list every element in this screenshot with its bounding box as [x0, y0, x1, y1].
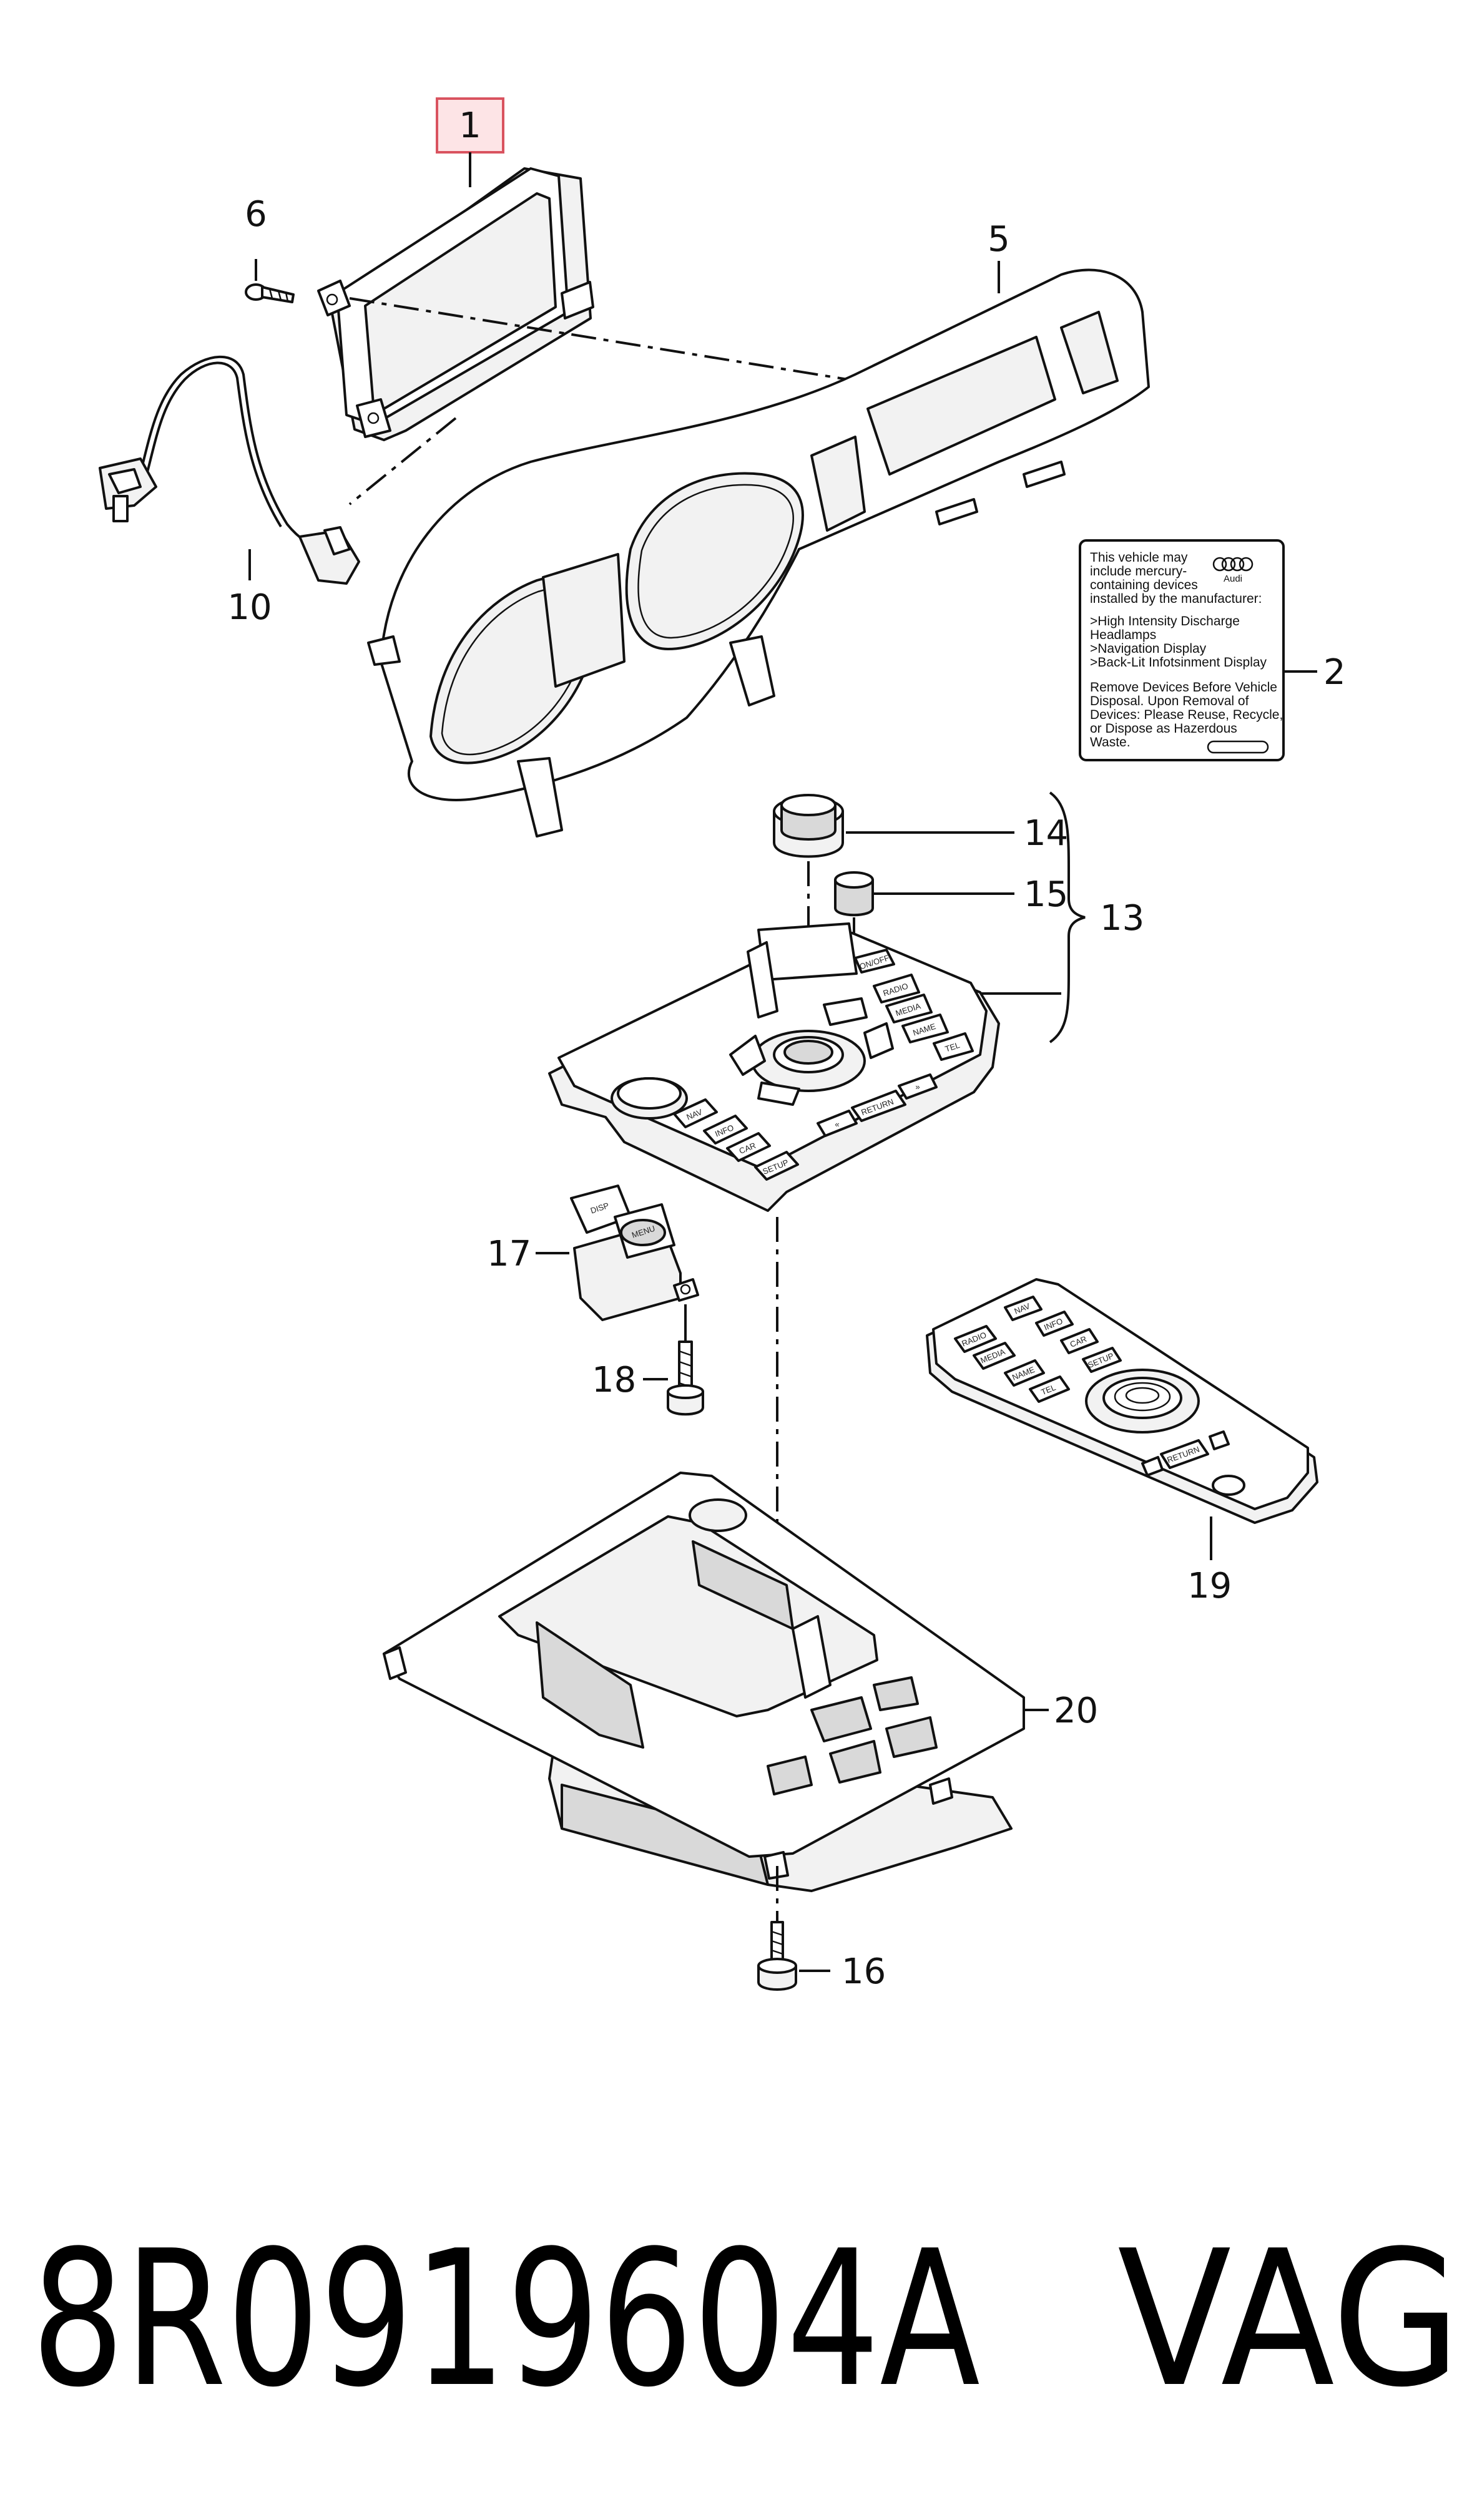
panel-button-tel-label: TEL: [944, 1040, 961, 1054]
remote-button-info[interactable]: INFO: [1035, 1311, 1074, 1337]
warning-line-8: >Back-Lit Infotsinment Display: [1090, 655, 1267, 670]
callout-13-label: 13: [1100, 898, 1144, 939]
panel-button-radio[interactable]: RADIO: [873, 974, 920, 1004]
warning-line-13: or Dispose as Hazerdous: [1090, 721, 1237, 736]
warning-line-10: Remove Devices Before Vehicle: [1090, 680, 1277, 695]
callout-2-label: 2: [1323, 652, 1346, 693]
screw-6: 6: [245, 194, 295, 303]
footer: 8R0919604A VAG: [31, 2210, 1461, 2428]
remote-button-return[interactable]: RETURN: [1160, 1439, 1209, 1469]
brand-text: VAG: [1117, 2210, 1461, 2428]
audi-rings-logo: Audi: [1212, 557, 1254, 584]
warning-line-11: Disposal. Upon Removal of: [1090, 694, 1249, 708]
warning-label-text: This vehicle may include mercury- contai…: [1090, 550, 1283, 750]
callout-17-label: 17: [487, 1234, 531, 1274]
warning-line-5: >High Intensity Discharge: [1090, 614, 1240, 628]
remote-button-radio[interactable]: RADIO: [954, 1325, 997, 1353]
callout-19-label: 19: [1187, 1566, 1232, 1606]
warning-line-14: Waste.: [1090, 735, 1131, 750]
console-frame-20: 20: [383, 1472, 1098, 1892]
callout-1-highlight: [436, 97, 504, 154]
knob-cap-14: 14: [773, 794, 1068, 1086]
warning-line-7: >Navigation Display: [1090, 642, 1207, 656]
panel-button-media[interactable]: MEDIA: [885, 994, 933, 1023]
screw-16: 16: [757, 1866, 886, 1992]
control-panel: NAV INFO CAR SETUP ON/OFF RADIO MEDIA: [548, 922, 1000, 1641]
callout-1: 1: [436, 97, 504, 187]
callout-18-label: 18: [592, 1360, 636, 1400]
remote-button-tel[interactable]: TEL: [1029, 1375, 1070, 1403]
switch-17: DISP MENU 17: [487, 1184, 699, 1321]
panel-button-next[interactable]: »: [898, 1073, 938, 1100]
warning-line-3: installed by the manufacturer:: [1090, 592, 1262, 606]
callout-6-label: 6: [245, 194, 267, 235]
panel-button-prev[interactable]: «: [817, 1110, 858, 1137]
warning-line-1: include mercury-: [1090, 564, 1187, 579]
panel-button-on-off[interactable]: ON/OFF: [854, 949, 895, 974]
bracket-13: 13: [933, 791, 1144, 1043]
warning-label-2: This vehicle may include mercury- contai…: [1079, 539, 1346, 761]
panel-button-info[interactable]: INFO: [703, 1115, 748, 1145]
part-number-text: 8R0919604A: [31, 2210, 981, 2428]
callout-1-label: 1: [459, 105, 481, 146]
audi-logo-text: Audi: [1224, 574, 1242, 584]
callout-14-label: 14: [1024, 813, 1068, 854]
panel-button-car[interactable]: CAR: [726, 1132, 771, 1162]
remote-button-nav[interactable]: NAV: [1004, 1296, 1043, 1321]
callout-16-label: 16: [842, 1951, 886, 1992]
panel-button-name[interactable]: NAME: [901, 1013, 949, 1043]
panel-button-nav[interactable]: NAV: [673, 1098, 718, 1128]
dash-panel-5: 5: [367, 219, 1150, 838]
cable-10: 10: [99, 355, 360, 628]
remote-button-setup[interactable]: SETUP: [1082, 1347, 1122, 1373]
panel-button-prev-icon: «: [835, 1120, 839, 1129]
callout-10-label: 10: [227, 587, 272, 628]
remote-19: RADIO MEDIA NAV INFO CAR SETUP NAME TEL: [926, 1278, 1318, 1606]
panel-button-next-icon: »: [915, 1082, 920, 1092]
remote-button-car[interactable]: CAR: [1060, 1328, 1099, 1354]
warning-line-6: Headlamps: [1090, 628, 1156, 642]
warning-line-2: containing devices: [1090, 578, 1198, 592]
callout-20-label: 20: [1054, 1691, 1098, 1731]
knob-cap-15: 15: [834, 871, 1068, 974]
callout-5-label: 5: [988, 219, 1010, 260]
screw-18: 18: [592, 1304, 704, 1416]
panel-button-tel[interactable]: TEL: [933, 1032, 974, 1061]
display-unit: [317, 167, 856, 505]
callout-15-label: 15: [1024, 874, 1068, 915]
warning-line-0: This vehicle may: [1090, 550, 1188, 565]
warning-line-12: Devices: Please Reuse, Recycle,: [1090, 708, 1283, 722]
